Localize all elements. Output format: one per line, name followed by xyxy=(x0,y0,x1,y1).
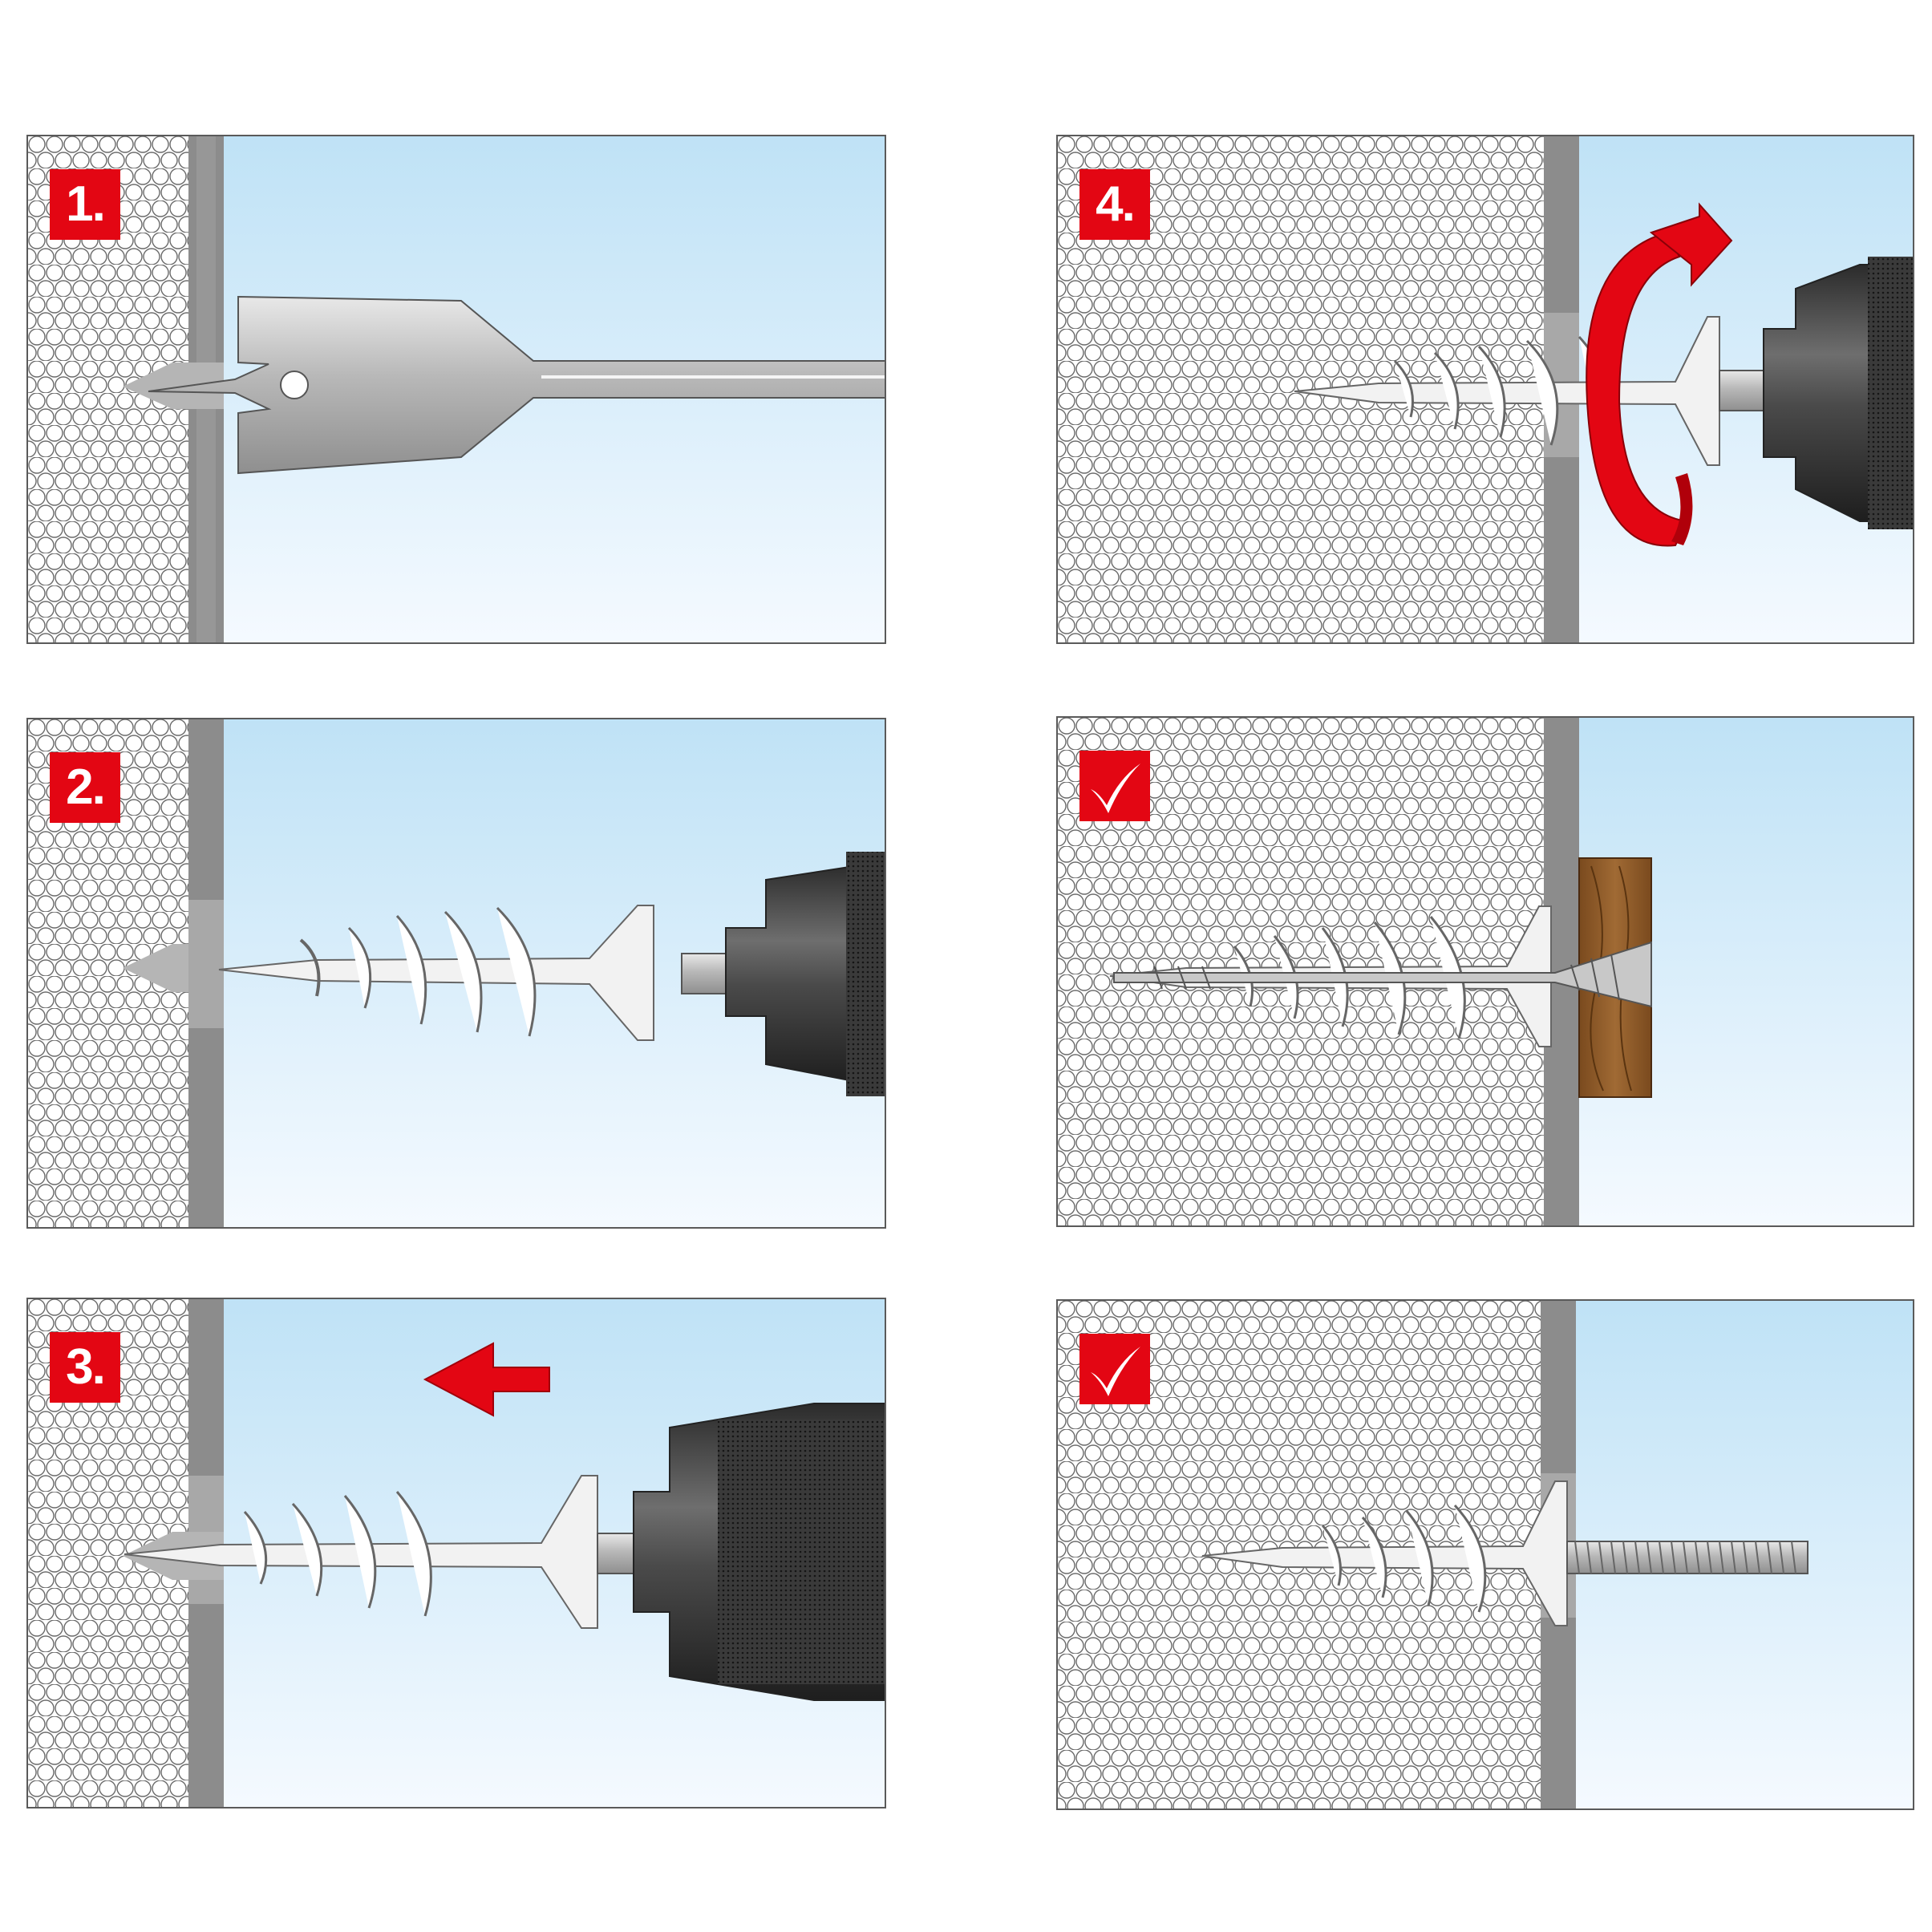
drill-hole xyxy=(123,944,188,992)
result-rod-badge xyxy=(1079,1334,1150,1404)
drill-chuck-icon xyxy=(1763,257,1913,529)
drill-chuck-icon xyxy=(633,1403,885,1701)
step-3-badge: 3. xyxy=(50,1332,120,1403)
step-3-scene xyxy=(28,1299,885,1807)
step-4-panel: 4. xyxy=(1056,135,1914,644)
screwdriver-bit xyxy=(681,953,727,994)
spade-drill-bit-icon xyxy=(148,295,885,475)
step-2-panel: 2. xyxy=(26,718,886,1229)
step-4-badge: 4. xyxy=(1079,169,1150,240)
drill-hole xyxy=(123,363,224,409)
step-1-scene xyxy=(28,136,885,642)
spiral-anchor-icon xyxy=(218,905,654,1041)
threaded-rod-icon xyxy=(1566,1541,1808,1574)
step-2-scene xyxy=(28,719,885,1227)
push-arrow-icon xyxy=(423,1342,550,1417)
wood-screw-icon xyxy=(1113,941,1652,1008)
result-wood-scene xyxy=(1058,718,1913,1225)
result-wood-badge xyxy=(1079,751,1150,821)
step-2-badge: 2. xyxy=(50,752,120,823)
result-rod-scene xyxy=(1058,1301,1913,1808)
step-3-panel: 3. xyxy=(26,1298,886,1808)
step-4-scene xyxy=(1058,136,1913,642)
rotate-arrow-icon xyxy=(1586,202,1733,547)
step-1-badge: 1. xyxy=(50,169,120,240)
step-1-panel: 1. xyxy=(26,135,886,644)
check-icon xyxy=(1091,763,1140,813)
drill-chuck-icon xyxy=(725,852,885,1096)
check-icon xyxy=(1091,1347,1140,1396)
result-rod-panel xyxy=(1056,1299,1914,1810)
result-wood-panel xyxy=(1056,716,1914,1227)
